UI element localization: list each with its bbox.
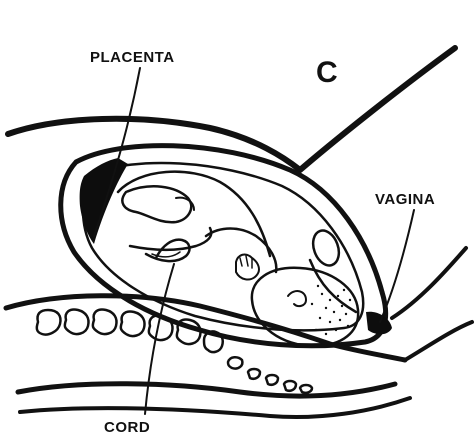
vertebra [65, 309, 89, 334]
fetal-fingers [240, 256, 252, 268]
vertebra [37, 310, 61, 335]
umbilical-cord-inner [152, 252, 180, 257]
placenta-label: PLACENTA [90, 49, 175, 66]
fetal-belly [130, 228, 211, 250]
vertebra [93, 309, 117, 334]
perineum-outline [392, 248, 466, 318]
thigh-outline [405, 322, 472, 360]
vertebra [149, 315, 173, 340]
vagina-label: VAGINA [375, 191, 435, 208]
vertebra [121, 311, 145, 336]
coccyx-segment [300, 385, 312, 393]
cord-label: CORD [104, 419, 150, 436]
coccyx-segment [284, 381, 296, 391]
coccyx-segment [228, 357, 242, 368]
placenta-mass [80, 158, 128, 244]
coccyx-segment [266, 375, 278, 385]
fetal-leg-upper [122, 186, 191, 222]
fetal-ear [288, 291, 306, 306]
panel-letter: C [316, 56, 338, 89]
coccyx-segment [248, 369, 260, 379]
bladder-shape [309, 227, 344, 269]
posterior-outline [18, 384, 395, 396]
buttock-outline [20, 398, 410, 417]
